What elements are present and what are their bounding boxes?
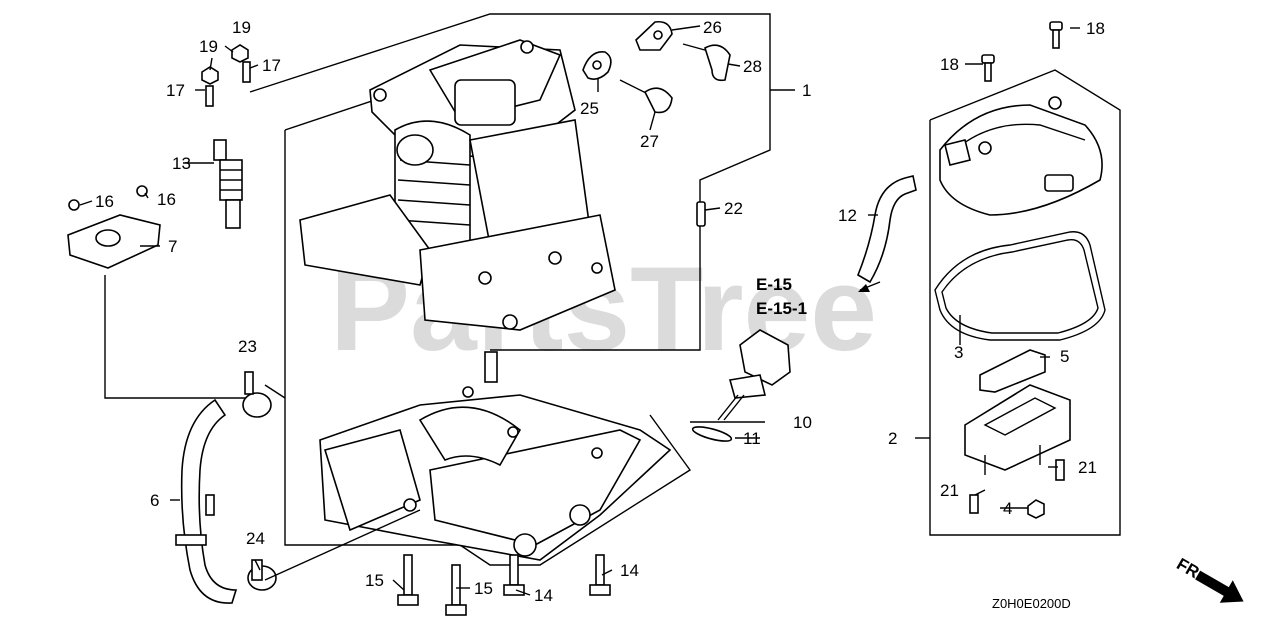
callout-18a: 18 — [940, 55, 959, 74]
clamp-part-23[interactable] — [242, 371, 272, 418]
callout-14b: 14 — [620, 561, 639, 580]
reference-e15[interactable]: E-15 — [756, 275, 792, 294]
callout-1: 1 — [802, 81, 811, 100]
callout-15a: 15 — [365, 571, 384, 590]
callout-22: 22 — [724, 199, 743, 218]
diagram-code: Z0H0E0200D — [992, 596, 1071, 611]
callout-24: 24 — [246, 529, 265, 548]
cover-assembly-frame — [929, 69, 1121, 536]
pin-part-22[interactable] — [696, 201, 706, 227]
breather-piece[interactable] — [979, 349, 1046, 393]
rocker-shaft-part-27[interactable] — [619, 79, 673, 114]
stud-part-17[interactable] — [205, 61, 251, 107]
callout-10: 10 — [793, 413, 812, 432]
callout-3: 3 — [954, 343, 963, 362]
leader-lines — [79, 25, 1080, 596]
bolt-part-14[interactable] — [503, 554, 611, 596]
head-cover[interactable] — [939, 96, 1103, 216]
clamp-part-24[interactable] — [247, 559, 277, 591]
nut-part-4[interactable] — [1027, 499, 1045, 519]
callout-21b: 21 — [940, 481, 959, 500]
crankcase[interactable] — [319, 351, 672, 561]
callout-19b: 19 — [199, 37, 218, 56]
callout-4: 4 — [1003, 499, 1012, 518]
reference-e15-1[interactable]: E-15-1 — [756, 299, 807, 318]
fuel-hose[interactable] — [175, 398, 238, 604]
callout-27: 27 — [640, 132, 659, 151]
callout-18b: 18 — [1086, 19, 1105, 38]
callout-11: 11 — [743, 429, 761, 448]
oil-gauge[interactable] — [717, 329, 791, 421]
callout-19a: 19 — [232, 18, 251, 37]
rocker-shaft-part-28[interactable] — [682, 43, 731, 82]
callout-17a: 17 — [262, 56, 281, 75]
engine-block-part-1[interactable] — [299, 39, 616, 331]
nut-part-19[interactable] — [201, 44, 249, 85]
bolt-part-18[interactable] — [981, 21, 1063, 82]
callout-16a: 16 — [95, 192, 114, 211]
spark-plug[interactable] — [213, 139, 243, 229]
callout-17b: 17 — [166, 81, 185, 100]
callout-13: 13 — [172, 154, 191, 173]
engine-assembly-frame — [249, 13, 771, 566]
insulator-plate[interactable] — [67, 214, 161, 269]
callout-16b: 16 — [157, 190, 176, 209]
callout-14a: 14 — [534, 586, 553, 605]
callout-23: 23 — [238, 337, 257, 356]
callout-15b: 15 — [474, 579, 493, 598]
head-cover-gasket[interactable] — [934, 231, 1106, 341]
rocker-arm-part-26[interactable] — [635, 20, 673, 51]
callout-12: 12 — [838, 206, 857, 225]
callout-25: 25 — [580, 99, 599, 118]
callout-28: 28 — [743, 57, 762, 76]
rocker-arm-part-25[interactable] — [582, 51, 612, 80]
bolt-part-15[interactable] — [397, 554, 467, 616]
breather-tube[interactable] — [857, 175, 917, 284]
callout-26: 26 — [703, 18, 722, 37]
callout-6: 6 — [150, 491, 159, 510]
o-ring[interactable] — [691, 424, 733, 444]
callout-2: 2 — [888, 429, 897, 448]
callout-21a: 21 — [1078, 458, 1097, 477]
bolt-part-21[interactable] — [969, 459, 1065, 514]
direction-arrow — [1195, 570, 1244, 603]
breather-chamber[interactable] — [964, 384, 1071, 475]
callout-5: 5 — [1060, 347, 1069, 366]
callout-7: 7 — [168, 237, 177, 256]
